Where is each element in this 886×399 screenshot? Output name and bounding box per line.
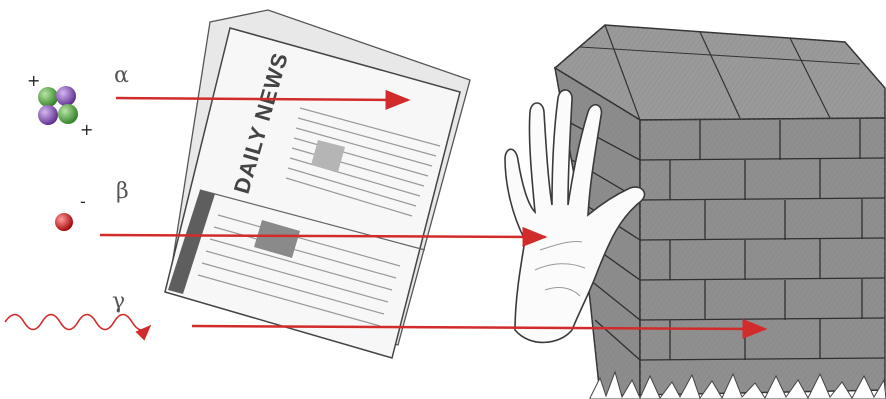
alpha-charge-plus-1: + [27, 71, 40, 90]
helium-nucleus-icon: + + [27, 71, 93, 139]
electron-icon: - [55, 192, 86, 231]
alpha-charge-plus-2: + [80, 120, 93, 139]
alpha-label: α [114, 63, 129, 88]
beta-charge-minus: - [80, 192, 86, 211]
beta-arrow [100, 235, 545, 237]
beta-label: β [116, 179, 129, 204]
wave-icon [5, 315, 150, 331]
gamma-label: γ [112, 289, 125, 314]
newspaper-icon: DAILY NEWS [165, 10, 470, 358]
